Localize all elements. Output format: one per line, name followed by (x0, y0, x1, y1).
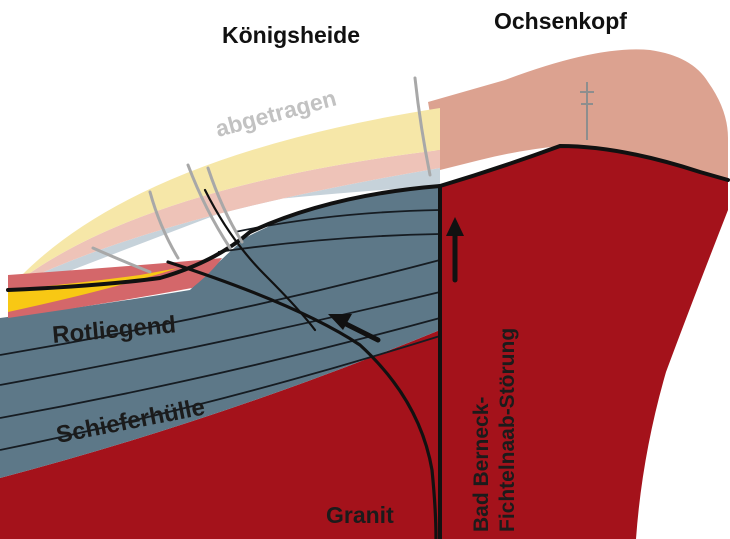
label-stoerung-line1: Bad Berneck- (470, 397, 493, 532)
label-granit: Granit (326, 502, 394, 528)
label-stoerung-line2: Fichtelnaab-Störung (496, 328, 519, 532)
